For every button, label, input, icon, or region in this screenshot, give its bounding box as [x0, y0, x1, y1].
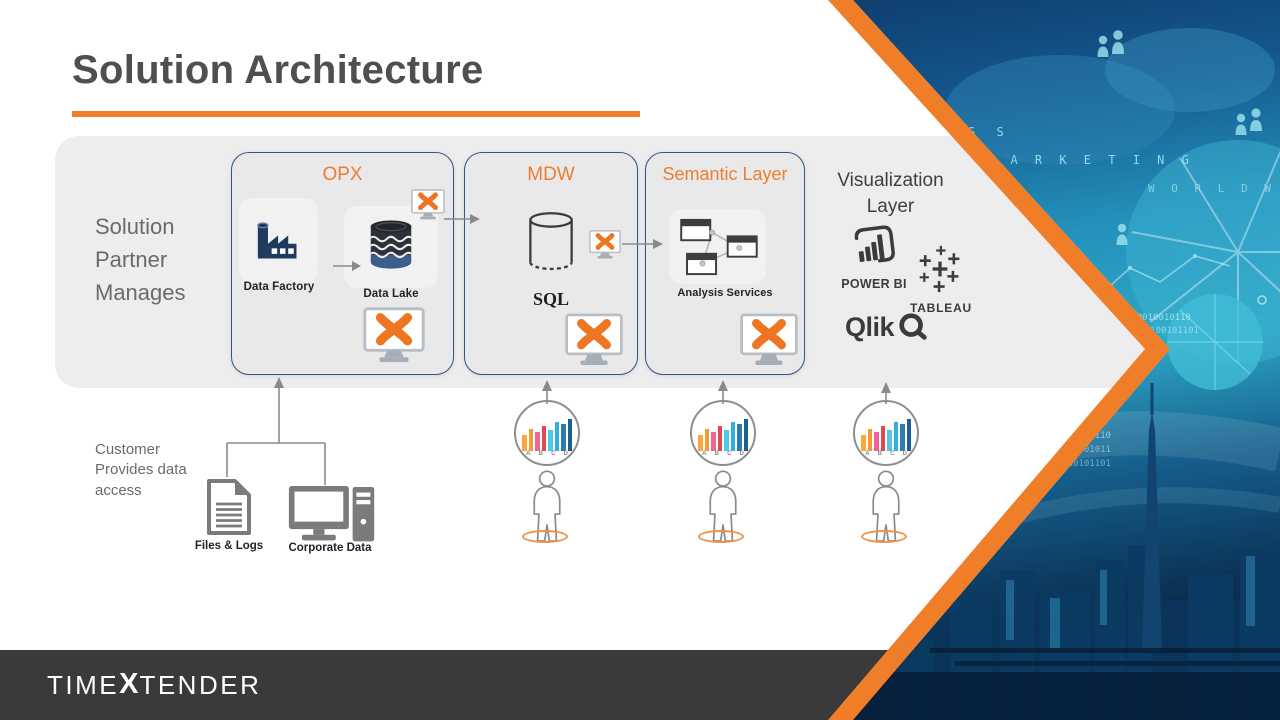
- person-base-ellipse: [861, 530, 907, 543]
- qlik-label: Qlik: [845, 311, 895, 342]
- corporate-data-label: Corporate Data: [288, 542, 372, 554]
- brand-x: X: [119, 667, 139, 700]
- qlik-q-icon: [899, 313, 927, 340]
- sql-label: SQL: [532, 289, 570, 309]
- brand-tender: TENDER: [139, 669, 262, 700]
- bg-city-skyline: [853, 383, 1280, 720]
- box-mdw-title: MDW: [527, 164, 575, 185]
- page-title: Solution Architecture: [72, 48, 484, 92]
- corporate-data-icon: [288, 486, 375, 542]
- power-bi-icon: [854, 225, 895, 263]
- visualization-layer-title: Visualization Layer: [837, 170, 944, 217]
- data-lake-tile: [344, 206, 438, 288]
- tableau-icon: [919, 245, 960, 293]
- person-base-ellipse: [698, 530, 744, 543]
- person-icon: [709, 470, 737, 542]
- bg-word-worldwide: W O R L D W I D E: [1148, 182, 1280, 195]
- tableau-label: TABLEAU: [909, 301, 973, 315]
- files-logs-label: Files & Logs: [194, 540, 264, 552]
- box-opx: OPX Data Factory: [231, 152, 454, 375]
- analysis-services-tile: [669, 209, 766, 284]
- data-factory-label: Data Factory: [243, 281, 315, 293]
- box-semantic-layer: Semantic Layer Analysis Services: [645, 152, 805, 375]
- data-lake-label: Data Lake: [363, 288, 419, 300]
- bg-word-business: S S: [968, 125, 1011, 139]
- bg-circuit-circle: [1141, 294, 1267, 390]
- bg-word-marketing: M A R K E T I N G: [986, 153, 1194, 167]
- person-icon: [533, 470, 561, 542]
- title-underline: [72, 111, 640, 117]
- analysis-services-icon: [679, 218, 758, 275]
- person-icon: [872, 470, 900, 542]
- solution-partner-label: Solution Partner Manages: [95, 214, 186, 305]
- box-mdw: MDW SQL: [464, 152, 638, 375]
- files-logs-icon: [207, 479, 251, 535]
- data-lake-icon: [370, 220, 412, 269]
- power-bi-label: POWER BI: [841, 277, 907, 291]
- box-semantic-title: Semantic Layer: [662, 164, 788, 184]
- box-opx-title: OPX: [322, 164, 363, 185]
- bg-people-icons: [1097, 30, 1262, 245]
- person-base-ellipse: [522, 530, 568, 543]
- sql-database-icon: [529, 212, 573, 271]
- qlik-logo: Qlik: [845, 311, 929, 343]
- data-factory-icon: [256, 221, 296, 258]
- analysis-services-label: Analysis Services: [677, 287, 773, 299]
- data-factory-tile: [239, 198, 318, 283]
- brand-time: TIME: [47, 669, 120, 700]
- customer-provides-label: Customer Provides data access: [95, 441, 187, 499]
